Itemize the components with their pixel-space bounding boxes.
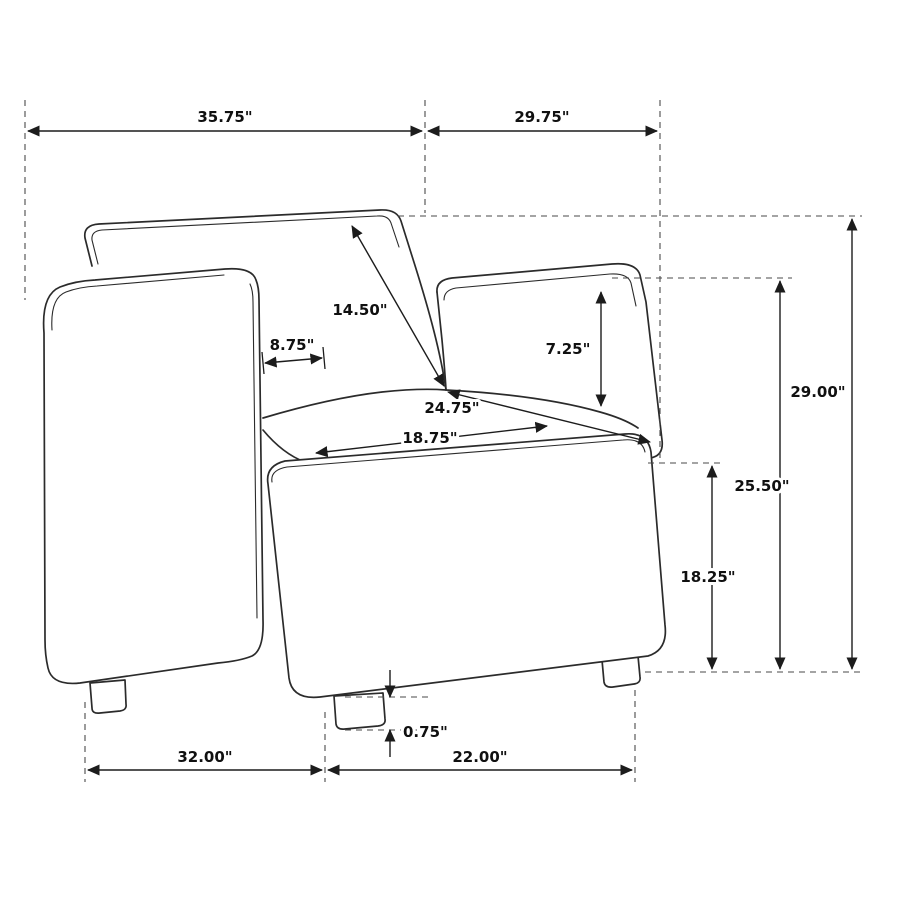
dimension-label-leg: 0.75" bbox=[403, 723, 448, 741]
foot-center bbox=[333, 692, 386, 730]
dimension-lines bbox=[26, 125, 858, 776]
left-arm-seam-top bbox=[51, 274, 225, 331]
backrest-seam bbox=[91, 215, 400, 265]
dimension-label-bottom-right: 22.00" bbox=[452, 748, 507, 766]
dimension-line-arm-top bbox=[263, 353, 324, 368]
right-arm-outline bbox=[436, 262, 664, 461]
dimension-line-seat-diagonal-long bbox=[447, 389, 651, 445]
base-panel bbox=[266, 432, 667, 699]
dimension-line-back-diagonal bbox=[351, 225, 445, 387]
foot-left bbox=[89, 679, 127, 714]
left-arm-panel bbox=[42, 267, 264, 685]
dimension-label-back-diagonal: 14.50" bbox=[332, 301, 387, 319]
dimension-label-top-right: 29.75" bbox=[514, 108, 569, 126]
dimension-label-bottom-left: 32.00" bbox=[177, 748, 232, 766]
dimension-label-inner-back: 7.25" bbox=[546, 340, 591, 358]
seat-front-left-curve bbox=[262, 429, 306, 463]
dimension-label-seat-diagonal-long: 24.75" bbox=[424, 399, 479, 417]
dimension-label-arm-top: 8.75" bbox=[270, 336, 315, 354]
dimension-tick-arm-right bbox=[322, 346, 326, 370]
dimension-line-seat-diagonal-short bbox=[314, 421, 549, 458]
dimension-label-top-left: 35.75" bbox=[197, 108, 252, 126]
extension-lines bbox=[24, 100, 862, 782]
dimension-labels: 35.75" 29.75" 14.50" 8.75" 7.25" 24.75" … bbox=[174, 105, 848, 769]
dimension-label-right-inner: 18.25" bbox=[680, 568, 735, 586]
foot-right bbox=[601, 655, 641, 688]
left-arm-seam-side bbox=[249, 283, 258, 619]
dimension-label-right-middle: 25.50" bbox=[734, 477, 789, 495]
dimension-label-right-outer: 29.00" bbox=[790, 383, 845, 401]
right-arm-seam bbox=[443, 273, 637, 307]
dimension-tick-arm-left bbox=[261, 351, 265, 375]
dimension-label-seat-diagonal-short: 18.75" bbox=[402, 429, 457, 447]
chair-drawing bbox=[42, 209, 667, 730]
